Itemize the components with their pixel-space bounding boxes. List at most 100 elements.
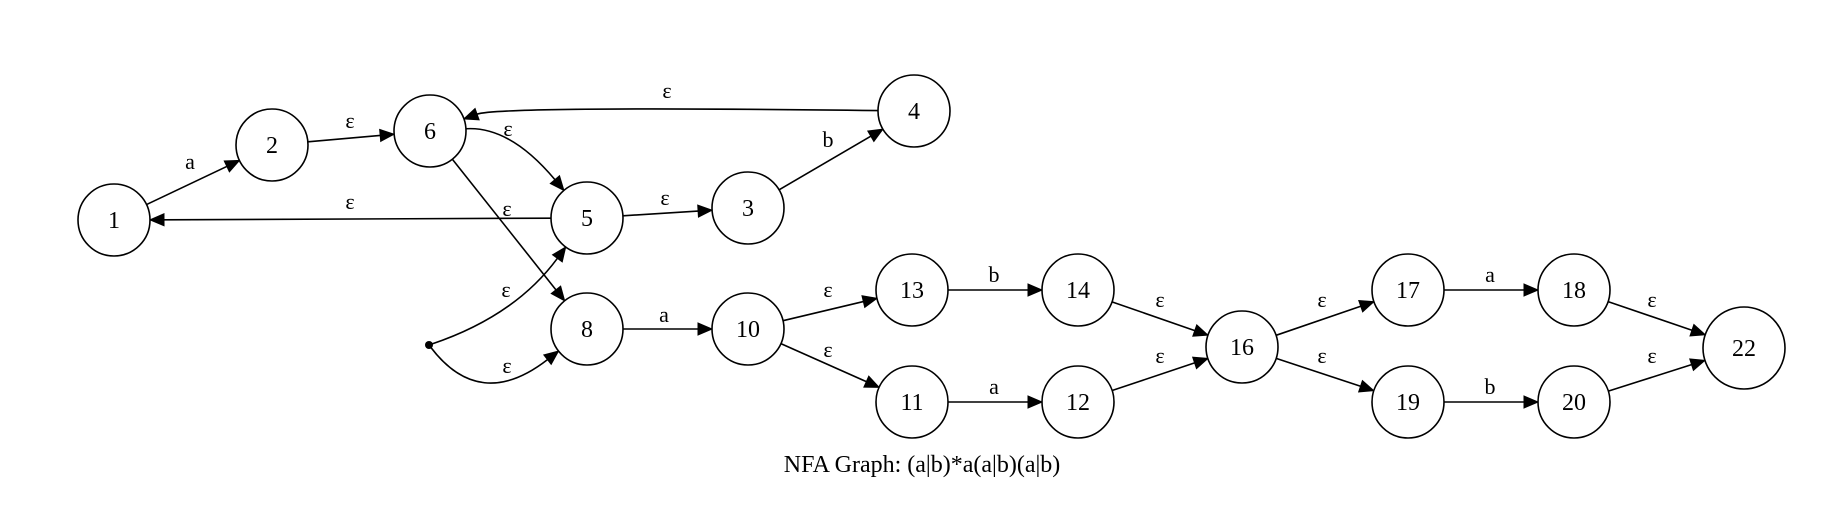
transition-17-to-18: a bbox=[1444, 262, 1540, 297]
transition-start-to-8: ε bbox=[430, 346, 560, 384]
arrowhead bbox=[223, 159, 241, 173]
edge-line bbox=[146, 165, 228, 206]
transition-label: ε bbox=[1155, 343, 1164, 368]
transition-label: b bbox=[823, 127, 834, 152]
state-19: 19 bbox=[1371, 365, 1445, 439]
arrowhead bbox=[462, 107, 480, 121]
state-3: 3 bbox=[711, 171, 785, 245]
transition-label: a bbox=[989, 374, 999, 399]
edge-line bbox=[430, 346, 548, 384]
transition-label: ε bbox=[662, 78, 671, 103]
state-18: 18 bbox=[1537, 253, 1611, 327]
edge-line bbox=[1607, 300, 1693, 331]
arrowhead bbox=[1523, 395, 1540, 409]
arrowhead bbox=[1358, 300, 1376, 313]
transition-label: ε bbox=[1317, 343, 1326, 368]
state-16: 16 bbox=[1205, 310, 1279, 384]
transition-6-to-8: ε bbox=[451, 158, 566, 302]
arrowhead bbox=[148, 213, 165, 227]
arrowhead bbox=[1191, 356, 1210, 370]
transition-label: ε bbox=[1317, 287, 1326, 312]
transition-12-to-16: ε bbox=[1111, 343, 1210, 392]
state-circle bbox=[875, 365, 949, 439]
state-label: 12 bbox=[1066, 390, 1090, 416]
state-label: 16 bbox=[1230, 335, 1254, 361]
state-circle bbox=[711, 292, 785, 366]
state-8: 8 bbox=[550, 292, 624, 366]
edge-line bbox=[782, 300, 864, 322]
transition-label: ε bbox=[1155, 287, 1164, 312]
state-11: 11 bbox=[875, 365, 949, 439]
edge-line bbox=[1275, 357, 1361, 388]
transition-label: ε bbox=[345, 189, 354, 214]
state-17: 17 bbox=[1371, 253, 1445, 327]
state-label: 20 bbox=[1562, 390, 1586, 416]
transition-16-to-19: ε bbox=[1275, 343, 1376, 393]
state-12: 12 bbox=[1041, 365, 1115, 439]
state-label: 19 bbox=[1396, 390, 1420, 416]
edge-line bbox=[476, 108, 879, 115]
state-circle bbox=[877, 74, 951, 148]
state-10: 10 bbox=[711, 292, 785, 366]
state-label: 11 bbox=[900, 390, 923, 416]
transition-6-to-5: ε bbox=[465, 116, 565, 192]
transition-5-to-3: ε bbox=[622, 185, 714, 218]
edge-line bbox=[1275, 305, 1361, 337]
state-circle bbox=[393, 94, 467, 168]
transition-18-to-22: ε bbox=[1607, 287, 1707, 337]
state-label: 5 bbox=[581, 206, 593, 232]
start-point bbox=[425, 341, 433, 349]
arrowhead bbox=[863, 375, 881, 388]
state-circle bbox=[875, 253, 949, 327]
transition-19-to-20: b bbox=[1444, 374, 1540, 409]
arrowhead bbox=[1523, 283, 1540, 297]
state-13: 13 bbox=[875, 253, 949, 327]
transition-label: ε bbox=[823, 337, 832, 362]
arrowhead bbox=[379, 128, 396, 143]
transition-5-to-1: ε bbox=[148, 189, 552, 227]
transition-label: a bbox=[659, 302, 669, 327]
arrowhead bbox=[1192, 324, 1210, 337]
transition-label: ε bbox=[1647, 343, 1656, 368]
arrowhead bbox=[542, 350, 560, 366]
state-6: 6 bbox=[393, 94, 467, 168]
transition-10-to-11: ε bbox=[780, 337, 881, 388]
state-label: 13 bbox=[900, 278, 924, 304]
state-circle bbox=[711, 171, 785, 245]
arrowhead bbox=[697, 204, 714, 218]
transition-20-to-22: ε bbox=[1608, 343, 1707, 392]
state-label: 14 bbox=[1066, 278, 1090, 304]
state-circle bbox=[77, 183, 151, 257]
arrowhead bbox=[1689, 323, 1707, 337]
state-circle bbox=[550, 181, 624, 255]
transition-10-to-13: ε bbox=[782, 277, 879, 322]
arrowhead bbox=[549, 174, 565, 192]
transition-label: ε bbox=[503, 116, 512, 141]
state-circle bbox=[1537, 365, 1611, 439]
edge-line bbox=[622, 210, 699, 217]
transition-label: a bbox=[185, 149, 195, 174]
edge-line bbox=[778, 135, 872, 191]
state-5: 5 bbox=[550, 181, 624, 255]
arrowhead bbox=[1689, 358, 1707, 372]
arrowhead bbox=[697, 322, 714, 336]
transition-label: ε bbox=[660, 185, 669, 210]
arrowhead bbox=[866, 128, 885, 143]
transition-label: b bbox=[989, 262, 1000, 287]
edge-line bbox=[465, 127, 556, 181]
state-circle bbox=[1371, 253, 1445, 327]
state-label: 18 bbox=[1562, 278, 1586, 304]
transition-2-to-6: ε bbox=[307, 108, 396, 143]
transition-start-to-5: ε bbox=[431, 245, 567, 345]
edge-line bbox=[780, 342, 867, 383]
transition-16-to-17: ε bbox=[1275, 287, 1376, 337]
edge-line bbox=[1608, 363, 1692, 392]
state-label: 10 bbox=[736, 317, 760, 343]
arrowhead bbox=[861, 295, 879, 309]
state-label: 3 bbox=[742, 196, 754, 222]
accept-ring bbox=[1702, 306, 1786, 390]
state-20: 20 bbox=[1537, 365, 1611, 439]
state-label: 17 bbox=[1396, 278, 1420, 304]
arrowhead bbox=[1027, 283, 1044, 297]
